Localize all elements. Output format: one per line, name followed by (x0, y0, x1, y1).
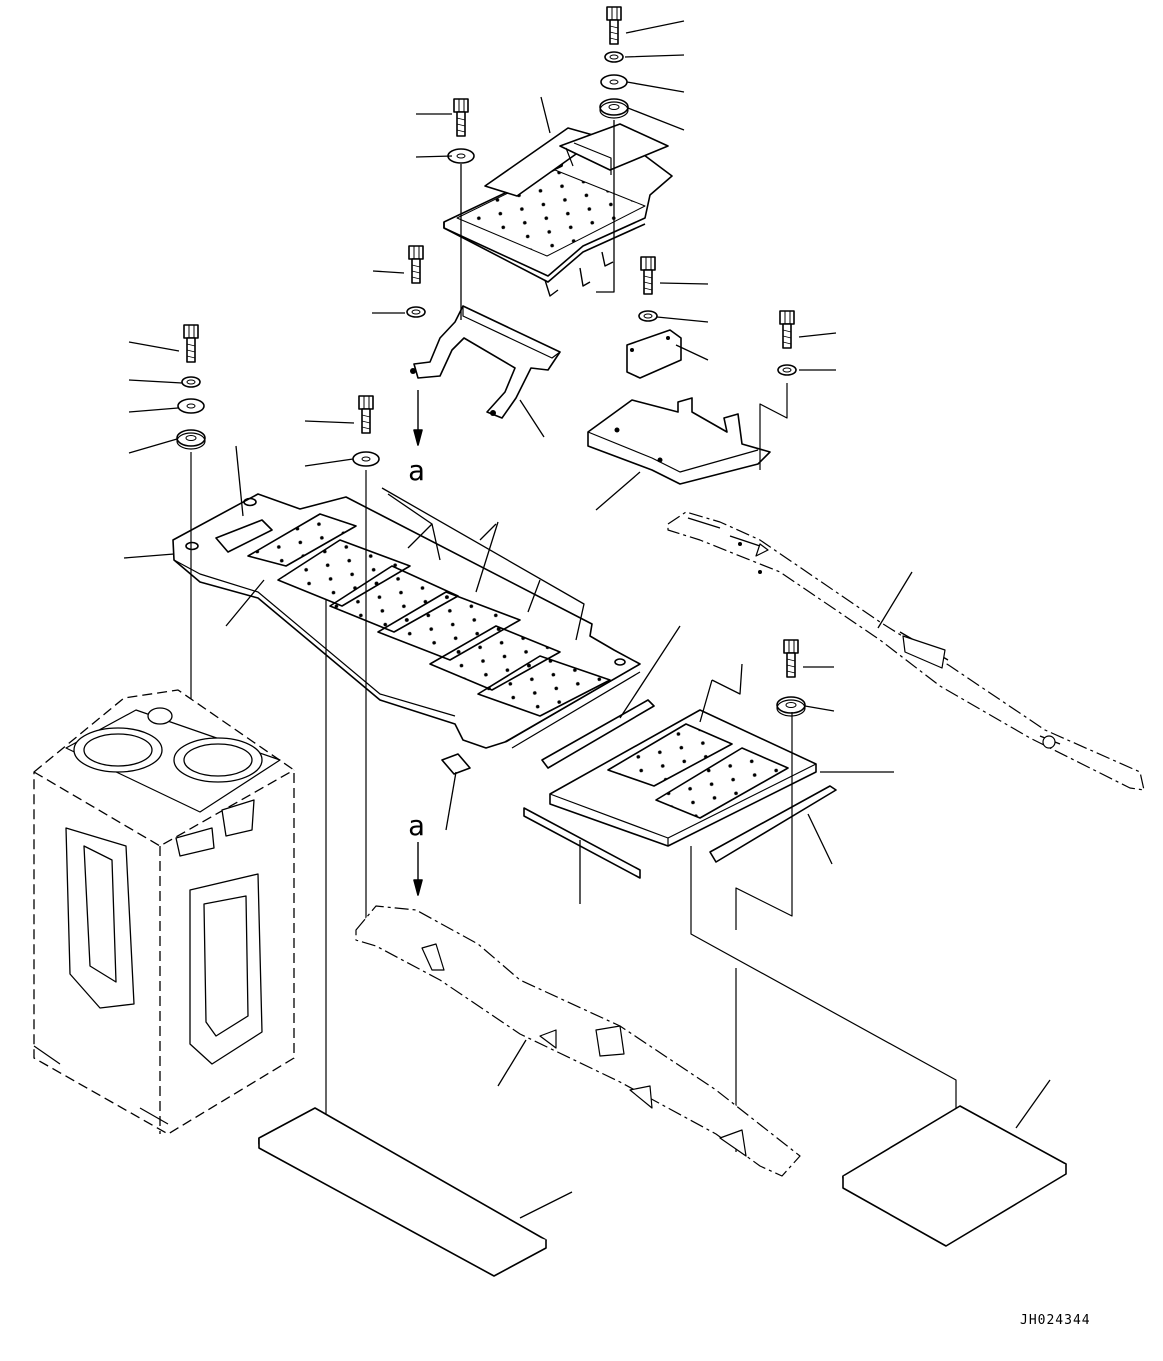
small-plate (626, 329, 682, 379)
bolt-icon (408, 245, 424, 284)
bolt-icon (453, 98, 469, 137)
stay-bracket (410, 305, 561, 419)
drawing-id: JH024344 (1020, 1313, 1091, 1328)
washer-icon (600, 74, 628, 90)
lockwasher-icon (406, 306, 426, 318)
bolt-icon (783, 639, 799, 678)
bolt-icon (358, 395, 374, 434)
view-marker-label: a (408, 454, 425, 487)
washer-icon (352, 451, 380, 467)
bolt-icon (606, 6, 622, 45)
right-step-plate (549, 709, 817, 847)
lockwasher-icon (181, 376, 201, 388)
small-rubber-pad (441, 753, 471, 775)
lockwasher-icon (638, 310, 658, 322)
flat-washer-icon (776, 696, 806, 717)
bolt-icon (779, 310, 795, 349)
center-side-frame (355, 905, 801, 1177)
lockwasher-icon (777, 364, 797, 376)
bolt-icon (640, 256, 656, 295)
lockwasher-icon (604, 51, 624, 63)
mount-bracket (587, 397, 771, 485)
cab-structure (33, 689, 295, 1135)
floor-mat-left (258, 1107, 547, 1277)
flat-washer-icon (599, 98, 629, 119)
washer-icon (177, 398, 205, 414)
flat-washer-icon (176, 429, 206, 450)
main-floor-plate (172, 493, 641, 749)
right-side-frame (667, 511, 1145, 791)
top-tray-plate (443, 123, 673, 297)
floor-mat-right (842, 1105, 1067, 1247)
bolt-icon (183, 324, 199, 363)
view-marker-label: a (408, 809, 425, 842)
rubber-strip (523, 699, 837, 879)
